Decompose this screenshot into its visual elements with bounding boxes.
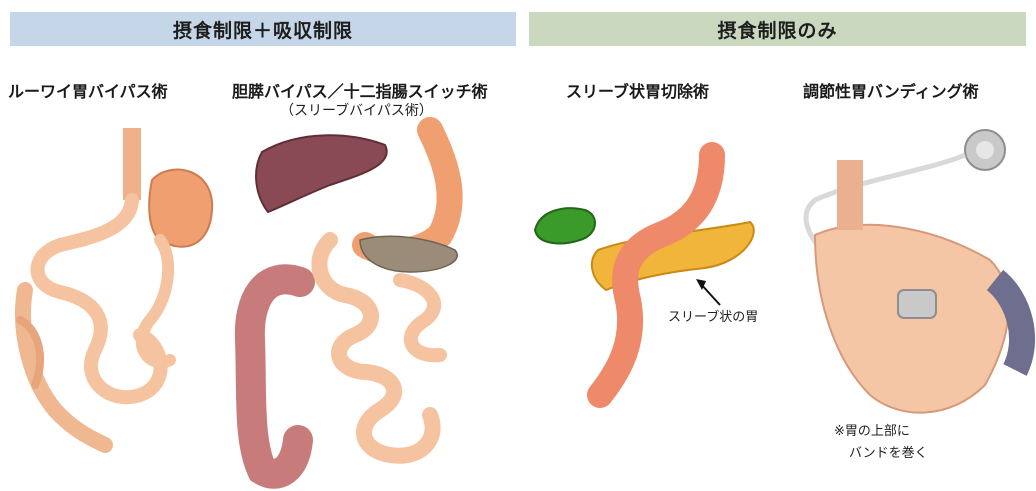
illustration-sleeve-gastrectomy [535,155,754,395]
gastric-band [898,290,936,318]
port-device [965,130,1005,170]
label-sleeve-stomach: スリーブ状の胃 [668,306,758,325]
note-band-line2: バンドを巻く [849,442,928,461]
note-band-line1: ※胃の上部に [834,420,910,439]
illustration-roux-en-y [20,128,212,445]
liver [256,135,387,212]
small-intestine-roux [20,200,170,445]
colon [250,279,300,473]
illustration-bpd-ds [250,130,457,474]
sleeve-arrow [696,279,720,305]
illustration-gastric-banding [806,130,1022,413]
stomach-band-region [815,160,1022,413]
gallbladder [535,208,595,243]
small-intestine-bpd [319,240,440,456]
